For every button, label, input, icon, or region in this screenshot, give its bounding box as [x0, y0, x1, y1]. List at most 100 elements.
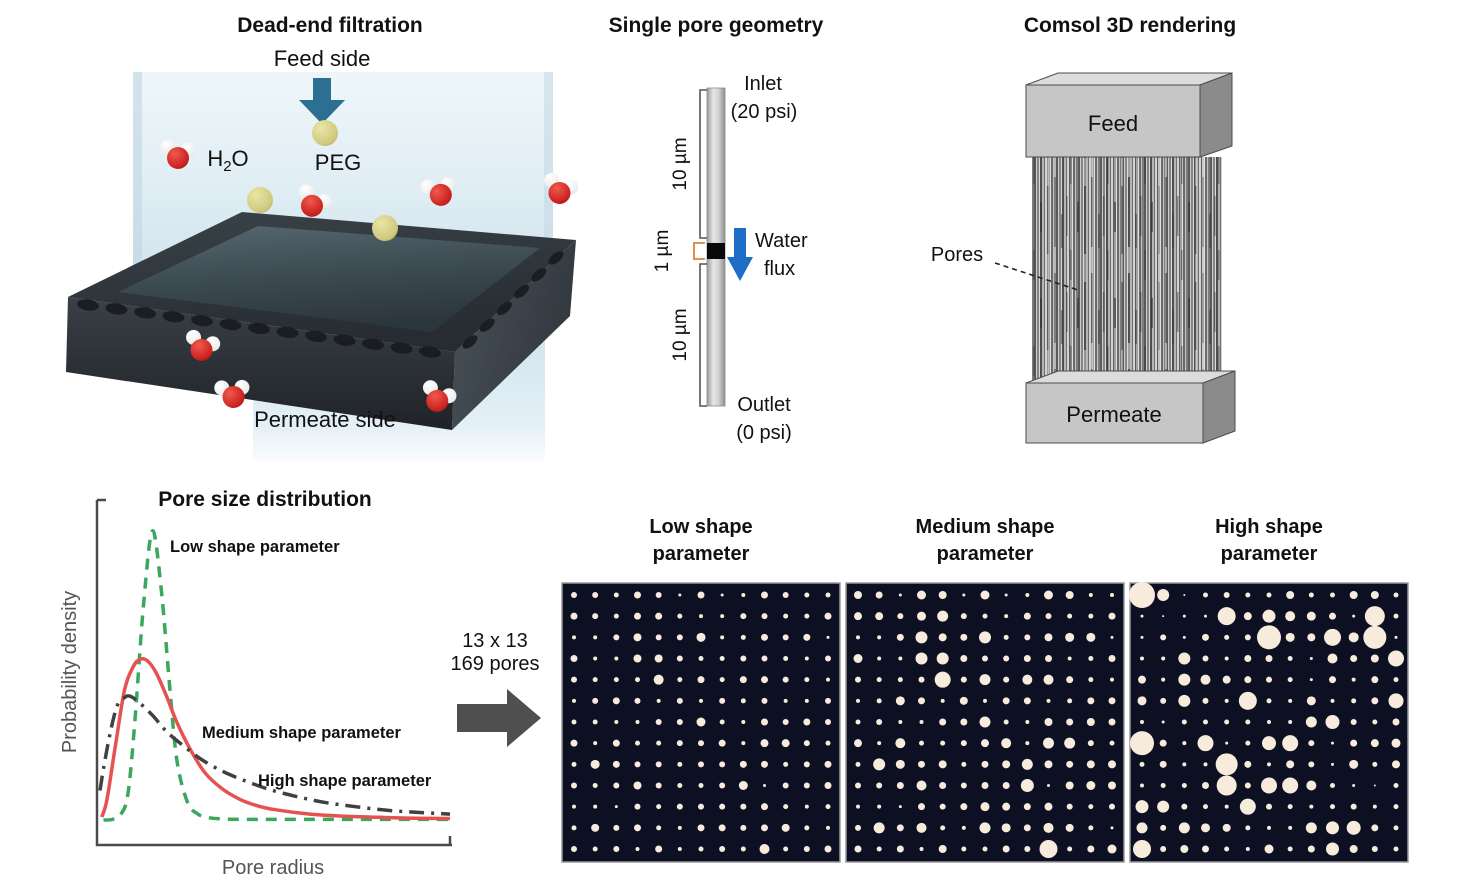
comsol-rendering-panel: Comsol 3D rendering Feed Permeate Pores	[931, 14, 1236, 444]
pore-dot	[1204, 614, 1207, 618]
pore-dot	[1110, 826, 1114, 830]
pore-dot	[1002, 697, 1010, 705]
pore-dot	[1350, 803, 1357, 810]
pore-dot	[939, 718, 947, 726]
pores-pointer-line	[994, 262, 1079, 291]
pore-dot	[1285, 611, 1296, 622]
pore-dot	[1181, 803, 1188, 810]
pore-dot	[1393, 613, 1399, 619]
pore-dot	[761, 803, 768, 811]
pore-dot	[1309, 804, 1314, 809]
pore-dot	[1217, 607, 1236, 626]
curve-high-shape-parameter	[98, 694, 451, 816]
feed-block-front	[1025, 84, 1201, 158]
bottom-thickness-label: 10 µm	[670, 308, 691, 361]
pore-dot	[612, 760, 620, 768]
pore-dot	[696, 632, 706, 642]
pore-dot	[1065, 781, 1074, 790]
pore-dot	[1178, 673, 1191, 686]
pore-dot	[720, 635, 725, 640]
pore-dot	[1308, 761, 1315, 768]
peg-molecule	[247, 187, 273, 213]
pore-dot	[982, 846, 988, 852]
membrane-pore	[548, 251, 564, 265]
pore-dot	[1046, 698, 1051, 703]
pore-dot	[873, 758, 886, 771]
pore-dot	[677, 761, 683, 767]
peg-label: PEG	[315, 150, 361, 175]
membrane-pore	[531, 268, 547, 282]
pore-dot	[1023, 655, 1031, 662]
pore-dot	[782, 634, 789, 641]
pore-dot	[854, 591, 862, 599]
pore-dot	[1393, 677, 1399, 683]
pore-dot	[655, 761, 662, 768]
pore-dot	[896, 845, 904, 853]
pore-dot	[1244, 782, 1251, 789]
pore-dot	[740, 824, 747, 831]
pore-dot	[614, 656, 619, 661]
pore-thickness-label: 1 µm	[652, 230, 673, 273]
membrane-pore	[219, 318, 242, 331]
pore-dot	[1181, 719, 1187, 725]
pore-dot	[1023, 612, 1031, 620]
pore-dot	[1039, 840, 1058, 858]
pore-dot	[804, 825, 810, 831]
permeate-block-top	[1025, 370, 1236, 384]
pore-dot	[761, 697, 768, 704]
pore-dot	[592, 677, 598, 683]
pore-dot	[677, 847, 682, 851]
pore-dot	[698, 740, 704, 747]
pore-dot	[1349, 591, 1358, 599]
pore-dot	[1181, 783, 1187, 788]
outlet-label: Outlet	[737, 394, 791, 416]
pore-dot	[1160, 824, 1167, 831]
pore-dot	[938, 591, 947, 599]
pore-dot	[698, 761, 704, 768]
pore-dot	[915, 652, 928, 665]
pore-dot	[938, 845, 947, 853]
pore-dot	[824, 760, 832, 768]
pore-dot	[1003, 676, 1010, 683]
membrane-pore	[390, 342, 413, 354]
pore-dot	[1329, 612, 1336, 620]
pore-dot	[740, 846, 746, 852]
pore-dot	[782, 676, 789, 683]
pore-dot	[720, 614, 725, 619]
pore-dot	[1330, 804, 1335, 810]
comsol-permeate-label: Permeate	[1066, 402, 1161, 427]
pore-dot	[1002, 760, 1011, 769]
pore-dot	[896, 633, 904, 641]
pore-dot	[781, 739, 790, 748]
pore-dot	[1371, 697, 1379, 705]
pore-dot	[1308, 592, 1314, 598]
pore-dot	[1371, 846, 1378, 852]
pore-dot	[897, 677, 903, 683]
pore-dot	[1108, 655, 1116, 662]
pore-dot	[1135, 800, 1149, 814]
high-grid-title-line2: parameter	[1221, 543, 1318, 565]
pore-dot	[1265, 655, 1273, 662]
outlet-pressure-label: (0 psi)	[736, 422, 792, 444]
pore-dot	[934, 671, 951, 688]
pore-dot	[855, 824, 861, 831]
pore-dot	[981, 782, 989, 789]
pore-dot	[1023, 697, 1031, 705]
pore-dot	[1002, 802, 1011, 811]
pore-dot	[1222, 675, 1231, 684]
pore-dot	[855, 782, 861, 789]
pore-dot	[1282, 777, 1299, 794]
pore-dot	[803, 761, 810, 768]
feed-side-label: Feed side	[274, 46, 371, 71]
chart-curves	[98, 529, 451, 822]
medium-grid-title-line1: Medium shape	[916, 516, 1055, 538]
pore-dot	[676, 719, 683, 725]
pore-dot	[917, 590, 926, 600]
pore-dot	[917, 611, 926, 621]
oxygen-atom	[548, 181, 571, 204]
pore-dot	[1108, 612, 1116, 620]
pore-dot	[1182, 741, 1187, 746]
pore-dot	[825, 592, 831, 598]
pore-dot	[1130, 731, 1154, 756]
pore-dot	[1203, 804, 1208, 810]
